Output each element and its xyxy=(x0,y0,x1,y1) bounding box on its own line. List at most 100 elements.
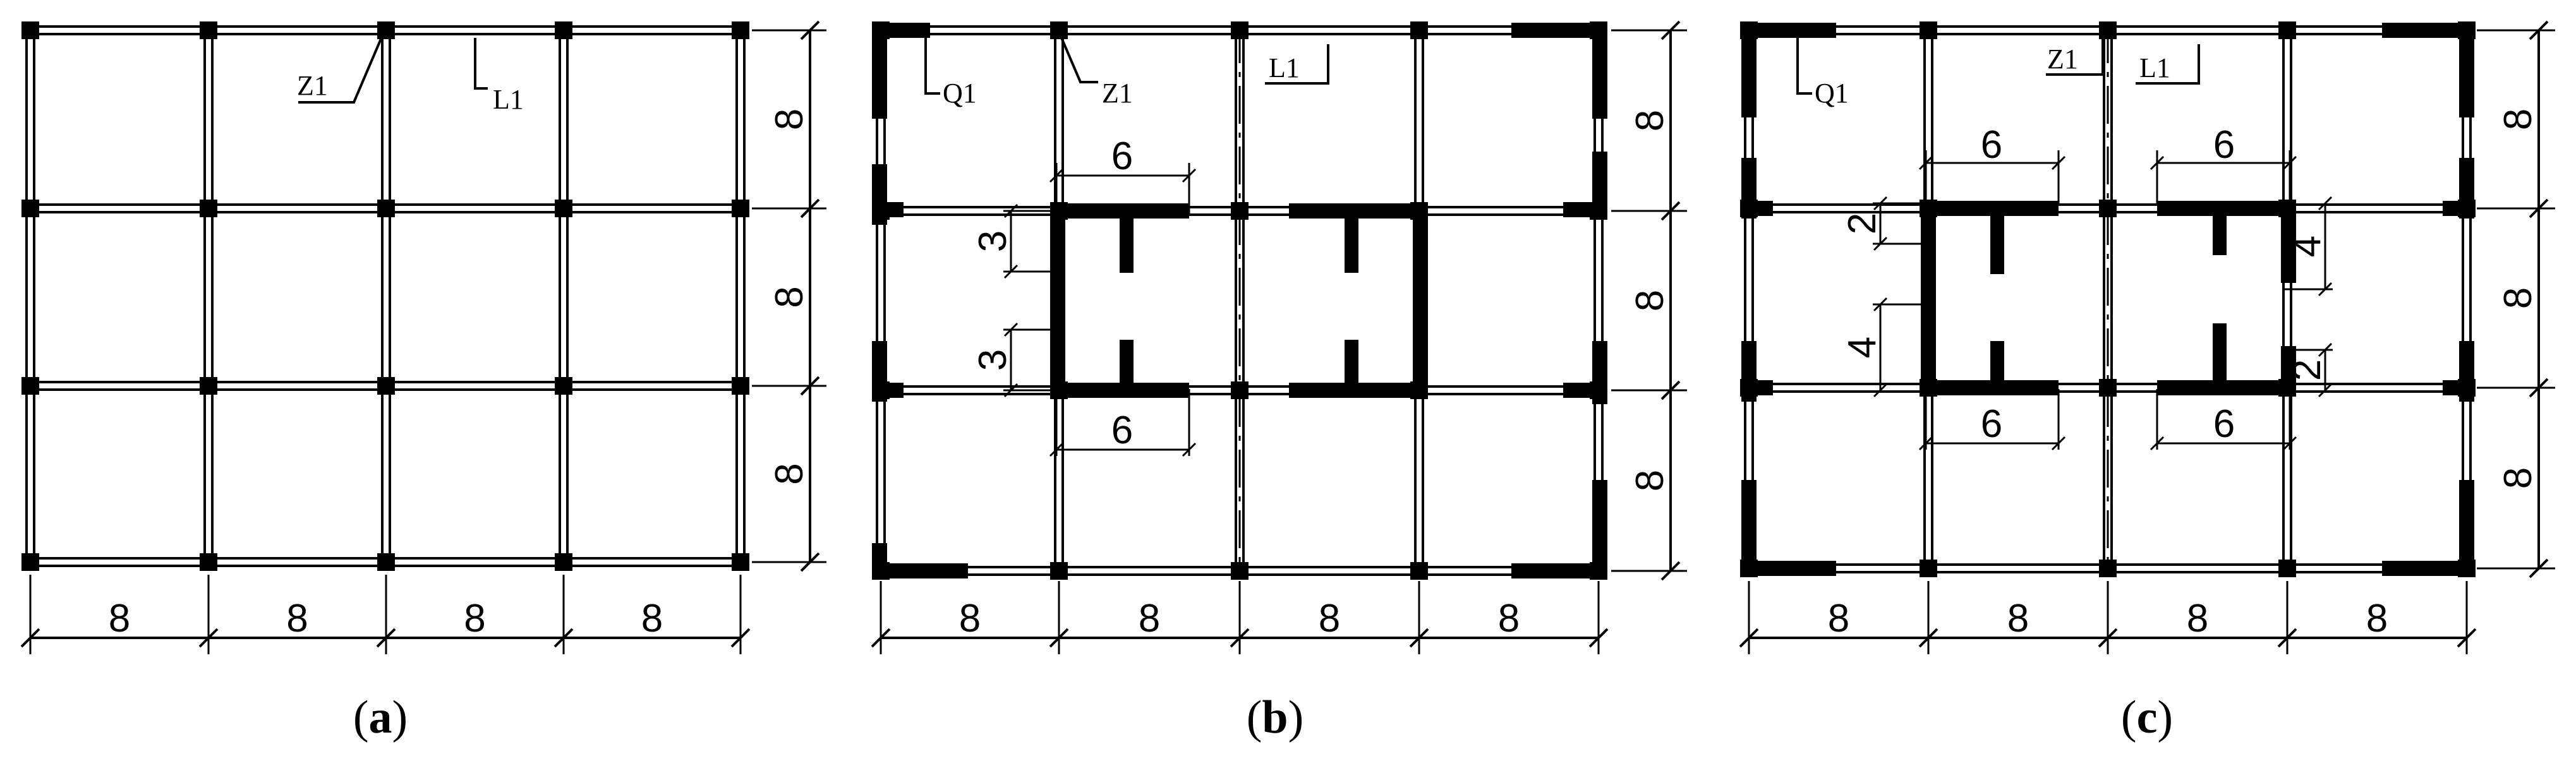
panel-b-z1-label: Z1 xyxy=(1102,78,1133,109)
dimension-value: 8 xyxy=(2187,597,2208,640)
panel-b-l1-leader xyxy=(1265,44,1329,85)
panel-c-q1-label: Q1 xyxy=(1815,78,1849,109)
column-z1 xyxy=(200,200,217,217)
dimension-value: 8 xyxy=(1628,470,1672,491)
panel-b-z1-leader xyxy=(1060,37,1098,83)
panel-c-right-top-width: 6 xyxy=(2213,123,2235,167)
shear-wall-q1 xyxy=(2213,323,2227,380)
dimension-tick xyxy=(2529,558,2549,578)
panel-c-z1-leader xyxy=(2046,25,2104,76)
dimension-value: 8 xyxy=(1828,597,1849,640)
column-z1 xyxy=(2278,21,2296,39)
panel-a-z1-leader xyxy=(298,28,387,104)
column-z1 xyxy=(1590,562,1607,580)
panel-a-l1-label: L1 xyxy=(493,84,524,115)
column-z1 xyxy=(1920,560,1937,577)
column-z1 xyxy=(732,377,749,395)
column-z1 xyxy=(1050,21,1068,39)
column-z1 xyxy=(2458,21,2476,39)
dimension-tick xyxy=(2277,628,2297,648)
shear-wall-q1 xyxy=(1990,216,2004,274)
panel-a-columns xyxy=(21,21,749,571)
shear-wall-q1 xyxy=(2213,216,2227,255)
dimension-tick xyxy=(1660,380,1681,400)
panel-c-left-upper-dim: 2 xyxy=(1841,213,1884,234)
panel-c-left-bottom-width: 6 xyxy=(1981,402,2002,446)
panel-b-core-bottom-width: 6 xyxy=(1111,409,1133,452)
column-z1 xyxy=(1920,21,1937,39)
dimension-tick xyxy=(1588,628,1609,648)
column-z1 xyxy=(1920,200,1937,217)
dimension-value: 8 xyxy=(2007,597,2029,640)
column-z1 xyxy=(2458,379,2476,397)
dimension-value: 8 xyxy=(1628,290,1672,311)
dimension-tick xyxy=(800,20,820,40)
dimension-value: 8 xyxy=(2366,597,2388,640)
column-z1 xyxy=(1590,202,1607,220)
column-z1 xyxy=(1590,381,1607,399)
panel-c-columns xyxy=(1740,21,2476,577)
panel-c: Q1 Z1 L1 xyxy=(1739,20,2555,743)
column-z1 xyxy=(732,553,749,571)
dimension-tick xyxy=(1660,201,1681,221)
panel-b-core-dimensions xyxy=(1003,163,1197,457)
panel-b-l1-label: L1 xyxy=(1269,52,1300,83)
column-z1 xyxy=(872,202,890,220)
dimension-tick xyxy=(2529,378,2549,398)
shear-wall-q1 xyxy=(1345,219,1358,273)
column-z1 xyxy=(732,200,749,217)
column-z1 xyxy=(2458,200,2476,217)
panel-c-l1-leader xyxy=(2136,44,2200,85)
dimension-tick xyxy=(198,628,219,648)
column-z1 xyxy=(21,377,39,395)
dimension-value: 8 xyxy=(1628,110,1672,131)
shear-wall-q1 xyxy=(2157,380,2296,395)
panel-c-l1-label: L1 xyxy=(2139,52,2170,83)
column-z1 xyxy=(555,377,572,395)
dimension-tick xyxy=(1409,628,1429,648)
column-z1 xyxy=(200,21,217,39)
panel-c-left-top-width: 6 xyxy=(1981,123,2002,167)
column-z1 xyxy=(555,21,572,39)
panel-c-right-upper-dim: 4 xyxy=(2285,236,2329,257)
panel-c-right-bottom-width: 6 xyxy=(2213,402,2235,446)
column-z1 xyxy=(872,21,890,39)
column-z1 xyxy=(1231,562,1249,580)
dimension-value: 8 xyxy=(2496,467,2540,489)
dimension-tick xyxy=(376,628,396,648)
column-z1 xyxy=(2458,560,2476,577)
column-z1 xyxy=(21,200,39,217)
column-z1 xyxy=(2278,379,2296,397)
dimension-tick xyxy=(2098,628,2118,648)
column-z1 xyxy=(872,562,890,580)
shear-wall-q1 xyxy=(1413,203,1428,398)
panel-a-right-dimensions: 888 xyxy=(752,20,826,572)
column-z1 xyxy=(1920,379,1937,397)
column-z1 xyxy=(1050,562,1068,580)
column-z1 xyxy=(21,21,39,39)
dimension-tick xyxy=(20,628,40,648)
shear-wall-q1 xyxy=(1120,340,1134,383)
column-z1 xyxy=(1410,381,1428,399)
shear-wall-q1 xyxy=(1050,383,1189,398)
panel-c-caption: (c) xyxy=(2121,692,2173,743)
dimension-tick xyxy=(800,198,820,219)
panel-c-left-lower-dim: 4 xyxy=(1841,337,1884,358)
column-z1 xyxy=(1740,379,1758,397)
dimension-tick xyxy=(2529,198,2549,219)
column-z1 xyxy=(2278,200,2296,217)
dimension-tick xyxy=(1660,20,1681,40)
panel-b-right-dimensions: 8 8 8 xyxy=(1611,20,1687,581)
panel-a-l1-leader xyxy=(474,38,488,90)
dimension-tick xyxy=(1660,561,1681,581)
dimension-value: 8 xyxy=(768,109,811,130)
column-z1 xyxy=(555,200,572,217)
column-z1 xyxy=(377,377,395,395)
panel-a-caption: (a) xyxy=(353,692,408,743)
column-z1 xyxy=(377,200,395,217)
shear-wall-q1 xyxy=(1050,203,1065,398)
dimension-value: 8 xyxy=(286,597,308,640)
dimension-value: 8 xyxy=(1139,597,1160,640)
